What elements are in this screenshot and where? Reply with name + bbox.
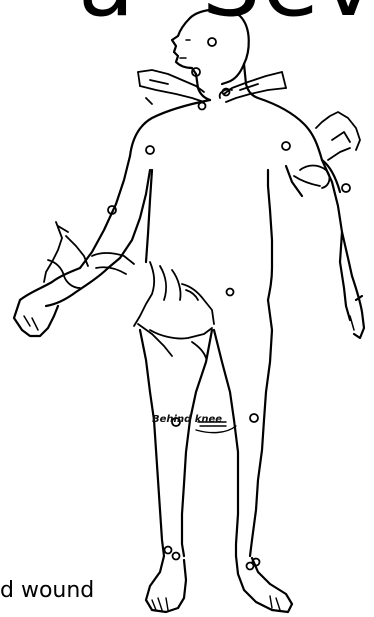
pressure-point-collarbone: [199, 103, 206, 110]
pressure-point-abdomen: [227, 289, 234, 296]
head: [172, 9, 258, 100]
legs: [140, 170, 272, 556]
slide-caption: d wound: [0, 578, 94, 604]
pressure-point-shoulder-left: [146, 146, 154, 154]
hand-on-neck-right: [220, 72, 286, 102]
behind-knee-label: Behind knee: [152, 414, 222, 425]
pressure-point-knee-right: [250, 414, 258, 422]
pressure-points: [108, 38, 350, 570]
pressure-point-temple: [208, 38, 216, 46]
hand-on-groin: [134, 262, 214, 358]
pressure-point-shoulder-right: [282, 142, 290, 150]
pressure-point-ankle-left-b: [173, 553, 180, 560]
pressure-point-upper-arm-right: [342, 184, 350, 192]
torso: [80, 98, 352, 276]
pressure-point-ankle-left-a: [165, 547, 172, 554]
feet: [146, 556, 292, 612]
